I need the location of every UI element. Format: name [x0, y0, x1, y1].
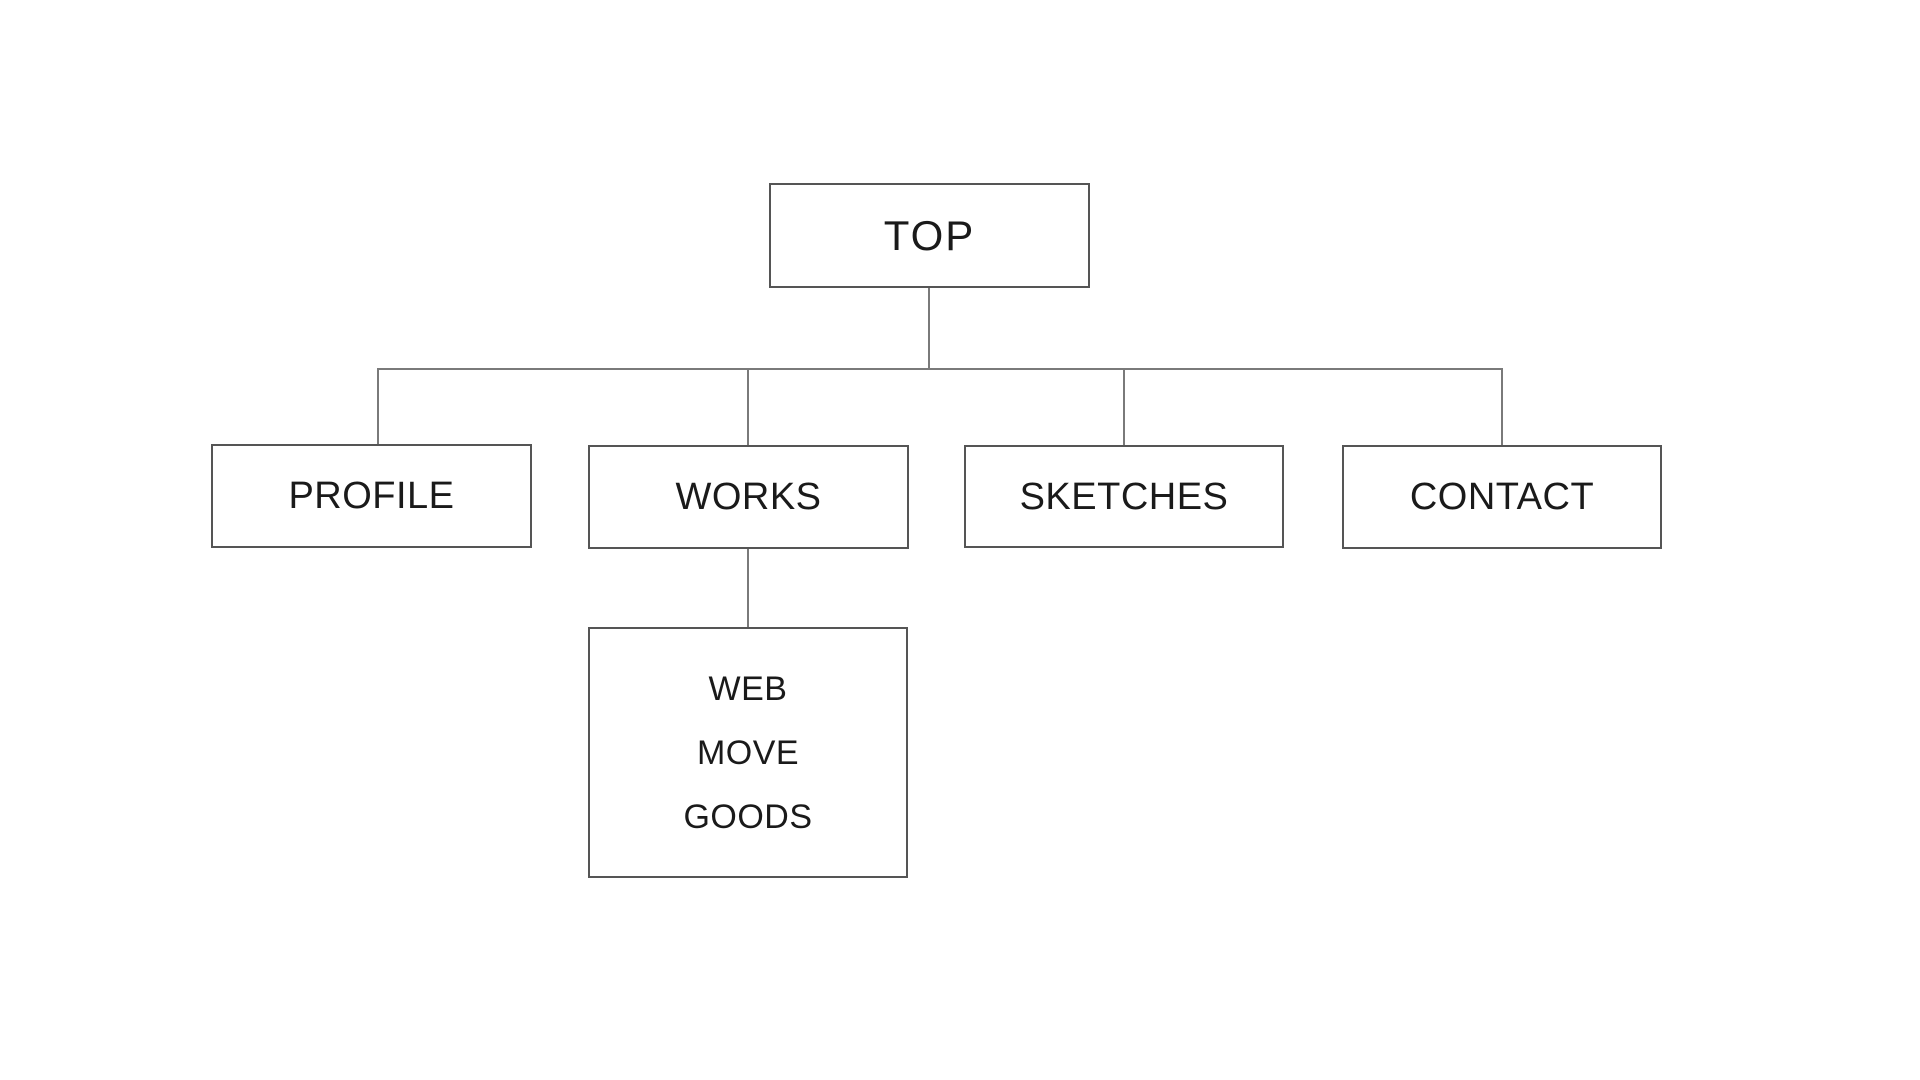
node-works-child-move: MOVE [696, 733, 800, 772]
node-works-children: WEB MOVE GOODS [588, 627, 908, 878]
connector-sketches-drop [1123, 369, 1125, 446]
node-works-label: WORKS [675, 476, 822, 518]
node-works-child-goods: GOODS [683, 797, 813, 836]
node-works-child-web: WEB [708, 669, 788, 708]
connector-main-horizontal [377, 368, 1503, 370]
node-profile-label: PROFILE [288, 475, 455, 517]
connector-works-drop [747, 369, 749, 446]
connector-contact-drop [1501, 369, 1503, 446]
node-sketches: SKETCHES [964, 445, 1284, 548]
connector-profile-drop [377, 369, 379, 445]
node-contact-label: CONTACT [1409, 476, 1595, 518]
node-top-label: TOP [883, 211, 976, 259]
connector-top-drop [928, 288, 930, 369]
node-profile: PROFILE [211, 444, 532, 548]
node-works: WORKS [588, 445, 909, 549]
node-top: TOP [769, 183, 1090, 288]
connector-works-children-drop [747, 549, 749, 628]
node-contact: CONTACT [1342, 445, 1662, 549]
node-sketches-label: SKETCHES [1019, 475, 1229, 518]
